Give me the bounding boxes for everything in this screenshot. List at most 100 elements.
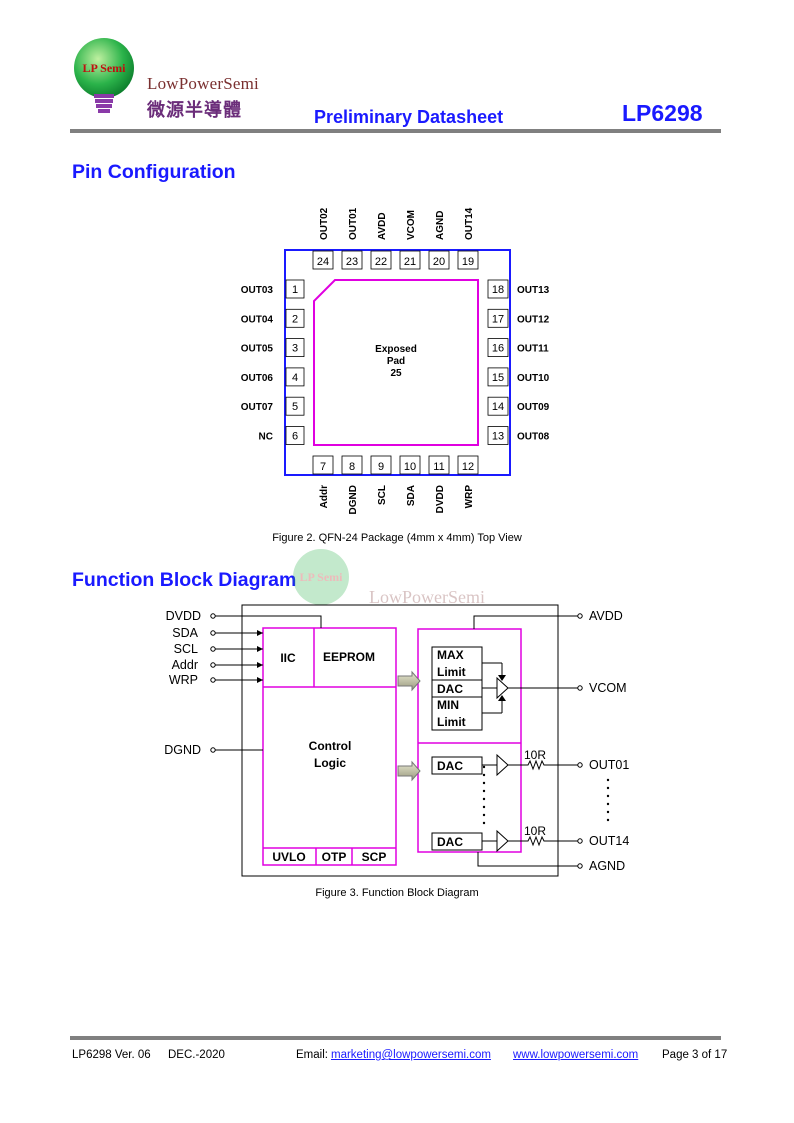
pin-2-number: 2 — [292, 313, 298, 325]
signal-out14: OUT14 — [589, 834, 629, 848]
brand-name-cn: 微源半導體 — [147, 100, 242, 120]
signal-wrp: WRP — [169, 673, 198, 687]
control-label-2: Logic — [314, 756, 346, 770]
pin-24-number: 24 — [317, 256, 329, 268]
pin-7-number: 7 — [320, 461, 326, 473]
footer-email-link[interactable]: marketing@lowpowersemi.com — [331, 1049, 491, 1061]
min-limit-block — [431, 696, 483, 731]
pin-10-pad — [399, 455, 421, 475]
pin-1-pad — [285, 279, 305, 299]
document-type: Preliminary Datasheet — [314, 107, 504, 127]
pin-config-heading: Pin Configuration — [72, 161, 236, 183]
pin-8-pad — [341, 455, 363, 475]
block-diagram-heading: Function Block Diagram — [72, 569, 297, 591]
function-block-diagram: IIC EEPROM Control Logic UVLO OTP SCP MA… — [164, 604, 629, 877]
svg-text:Limit: Limit — [437, 715, 466, 729]
pin-4-name: OUT06 — [241, 373, 274, 384]
pad-label-1: Exposed — [375, 344, 417, 355]
svg-text:DAC: DAC — [437, 759, 463, 773]
svg-text:MIN: MIN — [437, 698, 459, 712]
pin-20-pad — [428, 250, 450, 270]
pin-8-name: DGND — [348, 485, 359, 514]
pin-5-pad — [285, 396, 305, 416]
out01-resistor-label: 10R — [524, 748, 546, 762]
pin-14-number: 14 — [492, 401, 504, 413]
pin-16-name: OUT11 — [517, 344, 549, 355]
pin-18-pad — [487, 279, 509, 299]
pin-1-number: 1 — [292, 284, 298, 296]
pin-23-number: 23 — [346, 256, 358, 268]
svg-text:DAC: DAC — [437, 682, 463, 696]
pin-21-number: 21 — [404, 256, 416, 268]
pin-6-name: NC — [259, 432, 273, 443]
footer-version: LP6298 Ver. 06 — [72, 1049, 151, 1061]
pin-21-pad — [399, 250, 421, 270]
pin-7-name: Addr — [319, 485, 330, 508]
signal-sda: SDA — [172, 626, 198, 640]
pin-22-pad — [370, 250, 392, 270]
pin-8-number: 8 — [349, 461, 355, 473]
pin-13-pad — [487, 426, 509, 445]
pin-16-pad — [487, 338, 509, 358]
pin-23-pad — [341, 250, 363, 270]
brand-name-en: LowPowerSemi — [147, 74, 259, 93]
footer-page-number: Page 3 of 17 — [662, 1049, 728, 1061]
pad-label-3: 25 — [390, 368, 402, 379]
pin-24-name: OUT02 — [319, 207, 330, 240]
pin-19-name: OUT14 — [464, 207, 475, 240]
footer-website-link[interactable]: www.lowpowersemi.com — [513, 1049, 639, 1061]
company-logo: LP Semi — [74, 38, 134, 113]
pin-22-number: 22 — [375, 256, 387, 268]
pin-12-number: 12 — [462, 461, 474, 473]
uvlo-label: UVLO — [272, 850, 305, 864]
control-label-1: Control — [309, 739, 352, 753]
pin-6-pad — [285, 426, 305, 445]
pin-14-name: OUT09 — [517, 402, 550, 413]
pin-17-pad — [487, 308, 509, 328]
pin-15-name: OUT10 — [517, 373, 550, 384]
pin-17-name: OUT12 — [517, 314, 550, 325]
pin-3-number: 3 — [292, 343, 298, 355]
pin-13-name: OUT08 — [517, 432, 550, 443]
signal-vcom: VCOM — [589, 681, 627, 695]
pin-18-name: OUT13 — [517, 285, 550, 296]
pin-19-pad — [457, 250, 479, 270]
footer-date: DEC.-2020 — [168, 1049, 225, 1061]
signal-dvdd: DVDD — [166, 609, 201, 623]
pad-label-2: Pad — [387, 356, 405, 367]
pin-16-number: 16 — [492, 343, 504, 355]
pin-7-pad — [312, 455, 334, 475]
pin-6-number: 6 — [292, 431, 298, 443]
svg-text:LowPowerSemi: LowPowerSemi — [369, 587, 485, 607]
pin-9-pad — [370, 455, 392, 475]
pin-15-number: 15 — [492, 372, 504, 384]
figure-2-caption: Figure 2. QFN-24 Package (4mm x 4mm) Top… — [272, 532, 522, 544]
footer-email-label: Email: — [296, 1049, 328, 1061]
pin-21-name: VCOM — [406, 210, 417, 240]
svg-text:Limit: Limit — [437, 665, 466, 679]
pin-2-name: OUT04 — [241, 314, 274, 325]
signal-agnd: AGND — [589, 859, 625, 873]
pin-10-name: SDA — [406, 485, 417, 506]
pin-22-name: AVDD — [377, 212, 388, 240]
pin-1-name: OUT03 — [241, 285, 274, 296]
footer-rule — [70, 1036, 721, 1040]
svg-text:MAX: MAX — [437, 648, 464, 662]
pin-13-number: 13 — [492, 431, 504, 443]
pin-3-name: OUT05 — [241, 344, 274, 355]
pin-9-number: 9 — [378, 461, 384, 473]
pin-12-pad — [457, 455, 479, 475]
pin-20-name: AGND — [435, 211, 446, 240]
pin-15-pad — [487, 367, 509, 387]
svg-text:LP Semi: LP Semi — [299, 570, 343, 584]
pin-3-pad — [285, 338, 305, 358]
svg-text:DAC: DAC — [437, 835, 463, 849]
pin-14-pad — [487, 396, 509, 416]
qfn-pinout-diagram: Exposed Pad 25 24OUT0223OUT0122AVDD21VCO… — [241, 207, 550, 514]
control-block — [262, 627, 397, 866]
iic-label: IIC — [280, 651, 296, 665]
pin-11-pad — [428, 455, 450, 475]
otp-label: OTP — [322, 850, 347, 864]
eeprom-label: EEPROM — [323, 650, 375, 664]
pin-4-pad — [285, 367, 305, 387]
